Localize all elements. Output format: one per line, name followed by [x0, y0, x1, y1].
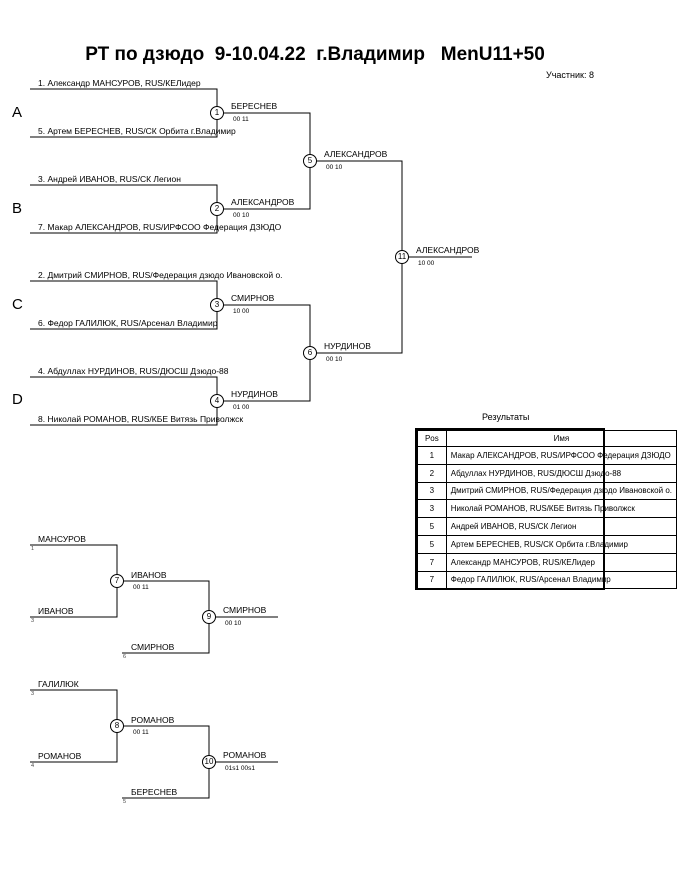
rep1-top-seed: 1: [31, 546, 35, 552]
match-score-8: 00 11: [133, 729, 149, 736]
pool-label-c: C: [12, 296, 23, 313]
match-score-9: 00 10: [225, 620, 242, 627]
match-score-5: 00 10: [326, 164, 343, 171]
match-winner-1: БЕРЕСНЕВ: [231, 101, 278, 111]
match-score-1: 00 11: [233, 116, 249, 123]
results-header-row: Pos Имя: [417, 430, 677, 447]
match-node-9: 9: [202, 610, 216, 624]
pool-label-d: D: [12, 391, 23, 408]
match-score-6: 00 10: [326, 356, 343, 363]
entry-7: 7. Макар АЛЕКСАНДРОВ, RUS/ИРФСОО Федерац…: [38, 222, 282, 232]
rep1-mid-name: ИВАНОВ: [38, 606, 74, 616]
rep1-top-name: МАНСУРОВ: [38, 534, 86, 544]
match-node-3: 3: [210, 298, 224, 312]
match-winner-6: НУРДИНОВ: [324, 341, 371, 351]
result-name: Федор ГАЛИЛЮК, RUS/Арсенал Владимир: [445, 570, 677, 590]
match-winner-2: АЛЕКСАНДРОВ: [231, 197, 295, 207]
entry-5: 5. Артем БЕРЕСНЕВ, RUS/СК Орбита г.Влади…: [38, 126, 236, 136]
rep2-mid-name: РОМАНОВ: [38, 751, 82, 761]
entry-1: 1. Александр МАНСУРОВ, RUS/КЕЛидер: [38, 78, 201, 88]
pool-label-a: A: [12, 104, 23, 121]
result-pos: 5: [417, 534, 447, 554]
match-node-2: 2: [210, 202, 224, 216]
match-winner-11: АЛЕКСАНДРОВ: [416, 245, 480, 255]
rep2-top-name: ГАЛИЛЮК: [38, 679, 79, 689]
results-col-name: Имя: [445, 430, 677, 447]
participant-count: Участник: 8: [546, 70, 594, 80]
match-node-1: 1: [210, 106, 224, 120]
results-title: Результаты: [482, 412, 530, 422]
match-winner-7: ИВАНОВ: [131, 570, 167, 580]
rep1-bottom-name: СМИРНОВ: [131, 642, 175, 652]
pool-label-b: B: [12, 200, 23, 217]
match-score-10: 01s1 00s1: [225, 765, 255, 772]
result-name: Андрей ИВАНОВ, RUS/СК Легион: [445, 517, 677, 536]
result-pos: 7: [417, 552, 447, 572]
match-node-8: 8: [110, 719, 124, 733]
rep2-mid-seed: 4: [31, 763, 35, 769]
match-node-5: 5: [303, 154, 317, 168]
match-node-11: 11: [395, 250, 409, 264]
result-pos: 5: [417, 517, 447, 536]
results-col-pos: Pos: [417, 430, 447, 447]
result-name: Александр МАНСУРОВ, RUS/КЕЛидер: [445, 552, 677, 572]
match-score-11: 10 00: [418, 260, 435, 267]
result-pos: 2: [417, 463, 447, 483]
match-node-7: 7: [110, 574, 124, 588]
match-node-10: 10: [202, 755, 216, 769]
match-node-6: 6: [303, 346, 317, 360]
match-winner-3: СМИРНОВ: [231, 293, 275, 303]
rep2-bottom-name: БЕРЕСНЕВ: [131, 787, 178, 797]
result-pos: 3: [417, 481, 447, 501]
result-pos: 7: [417, 570, 447, 590]
bracket-line-m6: [217, 304, 311, 402]
match-winner-9: СМИРНОВ: [223, 605, 267, 615]
result-name: Николай РОМАНОВ, RUS/КБЕ Витязь Приволжс…: [445, 499, 677, 519]
page-title: РТ по дзюдо 9-10.04.22 г.Владимир MenU11…: [85, 44, 545, 65]
result-name: Дмитрий СМИРНОВ, RUS/Федерация дзюдо Ива…: [445, 481, 677, 501]
entry-8: 8. Николай РОМАНОВ, RUS/КБЕ Витязь Приво…: [38, 414, 244, 424]
match-score-4: 01 00: [233, 404, 250, 411]
entry-4: 4. Абдуллах НУРДИНОВ, RUS/ДЮСШ Дзюдо-88: [38, 366, 229, 376]
match-winner-4: НУРДИНОВ: [231, 389, 278, 399]
rep2-bottom-seed: 5: [123, 799, 127, 805]
match-node-4: 4: [210, 394, 224, 408]
bracket-line-m11: [310, 160, 403, 354]
match-score-3: 10 00: [233, 308, 250, 315]
result-name: Артем БЕРЕСНЕВ, RUS/СК Орбита г.Владимир: [445, 534, 677, 554]
entry-6: 6. Федор ГАЛИЛЮК, RUS/Арсенал Владимир: [38, 318, 218, 328]
match-score-7: 00 11: [133, 584, 149, 591]
result-pos: 3: [417, 499, 447, 519]
match-winner-10: РОМАНОВ: [223, 750, 267, 760]
match-score-2: 00 10: [233, 212, 250, 219]
rep1-mid-seed: 3: [31, 618, 35, 624]
rep2-top-seed: 3: [31, 691, 35, 697]
match-winner-5: АЛЕКСАНДРОВ: [324, 149, 388, 159]
entry-2: 2. Дмитрий СМИРНОВ, RUS/Федерация дзюдо …: [38, 270, 283, 280]
result-name: Абдуллах НУРДИНОВ, RUS/ДЮСШ Дзюдо-88: [445, 463, 677, 483]
entry-3: 3. Андрей ИВАНОВ, RUS/СК Легион: [38, 174, 181, 184]
result-pos: 1: [417, 446, 447, 465]
match-winner-8: РОМАНОВ: [131, 715, 175, 725]
rep1-bottom-seed: 6: [123, 654, 127, 660]
result-name: Макар АЛЕКСАНДРОВ, RUS/ИРФСОО Федерация …: [445, 446, 677, 465]
